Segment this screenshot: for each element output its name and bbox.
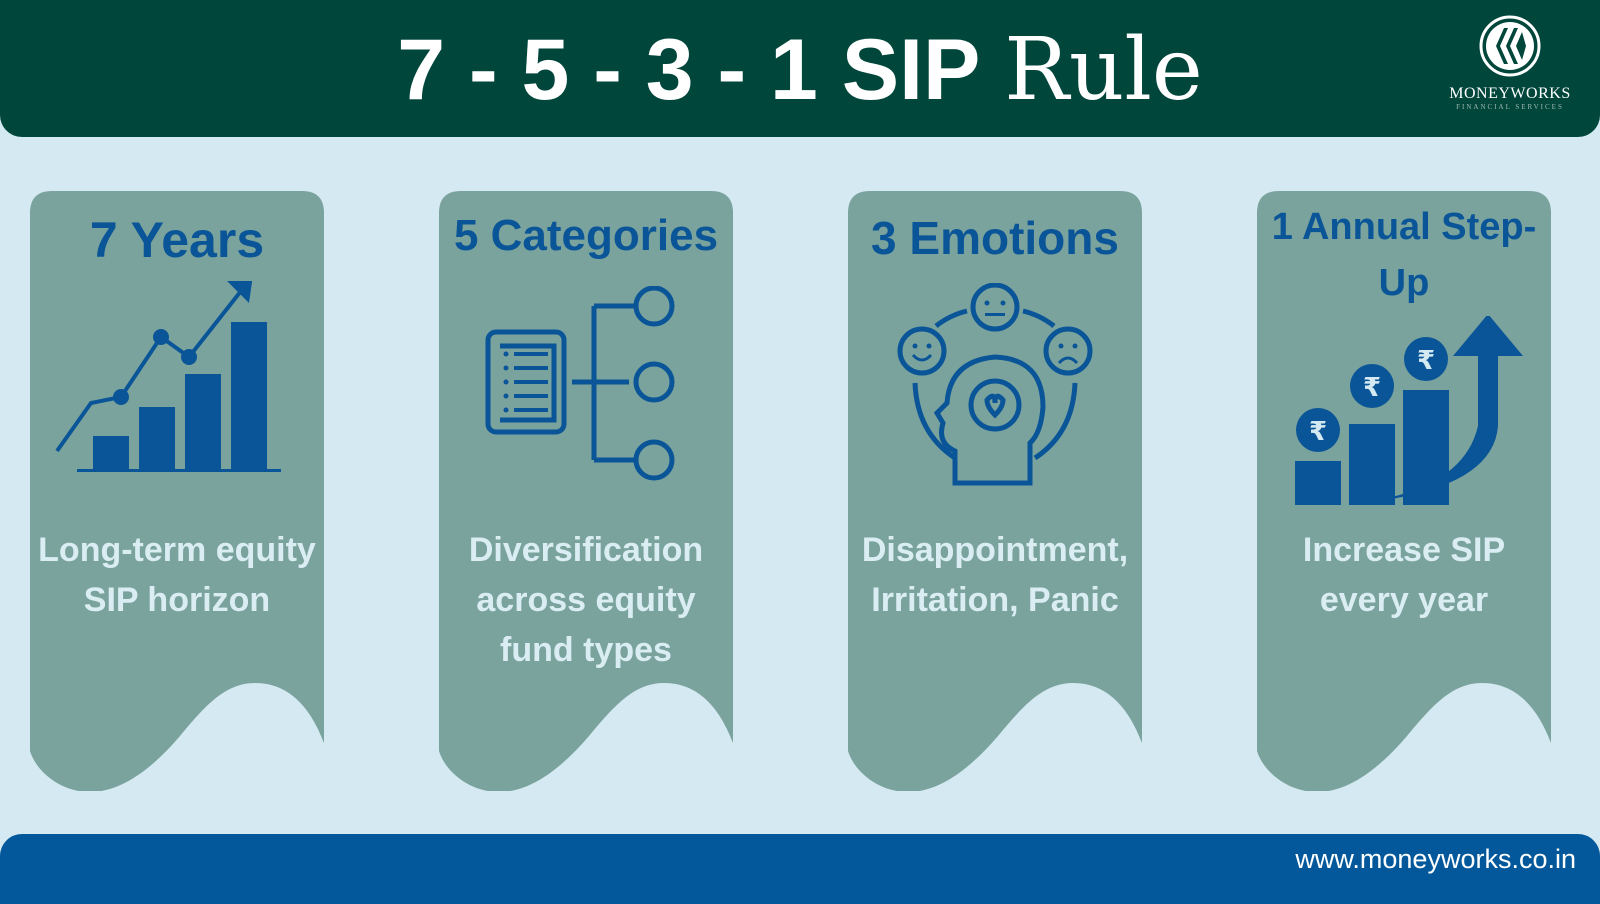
title-regular: Rule xyxy=(1004,20,1203,120)
card-background xyxy=(439,191,733,791)
page-title: 7 - 5 - 3 - 1 SIP Rule xyxy=(0,22,1600,118)
rupee-stepup-icon: ₹ ₹ ₹ xyxy=(1295,316,1523,505)
footer-bar: www.moneyworks.co.in xyxy=(0,834,1600,904)
svg-text:₹: ₹ xyxy=(1309,417,1327,447)
card-title: 3 Emotions xyxy=(871,212,1119,264)
card-description: Long-term equity SIP horizon xyxy=(38,531,316,619)
card-description: Diversification across equity fund types xyxy=(468,531,704,669)
title-bold: 7 - 5 - 3 - 1 SIP xyxy=(397,22,981,118)
card-5-categories: 5 Categories Diversification across equi… xyxy=(439,191,733,791)
card-title: 7 Years xyxy=(89,212,265,268)
logo-tagline: FINANCIAL SERVICES xyxy=(1456,103,1564,111)
emotions-head-icon xyxy=(897,283,1093,486)
growth-chart-icon xyxy=(55,281,281,472)
svg-text:₹: ₹ xyxy=(1417,346,1435,376)
card-1-annual-step-up: 1 Annual Step-Up ₹ ₹ ₹ Increase SIP every … xyxy=(1257,191,1551,791)
header-banner: 7 - 5 - 3 - 1 SIP Rule MONEYWORKS FINANC… xyxy=(0,0,1600,137)
category-tree-icon xyxy=(485,286,675,481)
logo-name: MONEYWORKS xyxy=(1449,85,1571,102)
card-3-emotions: 3 Emotions Disappointment, Irritation, P… xyxy=(848,191,1142,791)
card-title: 5 Categories xyxy=(453,211,719,260)
website-link[interactable]: www.moneyworks.co.in xyxy=(1295,844,1576,874)
card-background xyxy=(848,191,1142,791)
card-description: Increase SIP every year xyxy=(1302,531,1506,619)
svg-text:₹: ₹ xyxy=(1363,373,1381,403)
card-title: 1 Annual Step-Up xyxy=(1271,206,1537,304)
card-7-years: 7 Years Long-term equity SIP horizon xyxy=(30,191,324,791)
card-description: Disappointment, Irritation, Panic xyxy=(861,531,1129,619)
moneyworks-logo: MONEYWORKS FINANCIAL SERVICES xyxy=(1440,14,1580,111)
logo-emblem-icon xyxy=(1479,15,1541,77)
